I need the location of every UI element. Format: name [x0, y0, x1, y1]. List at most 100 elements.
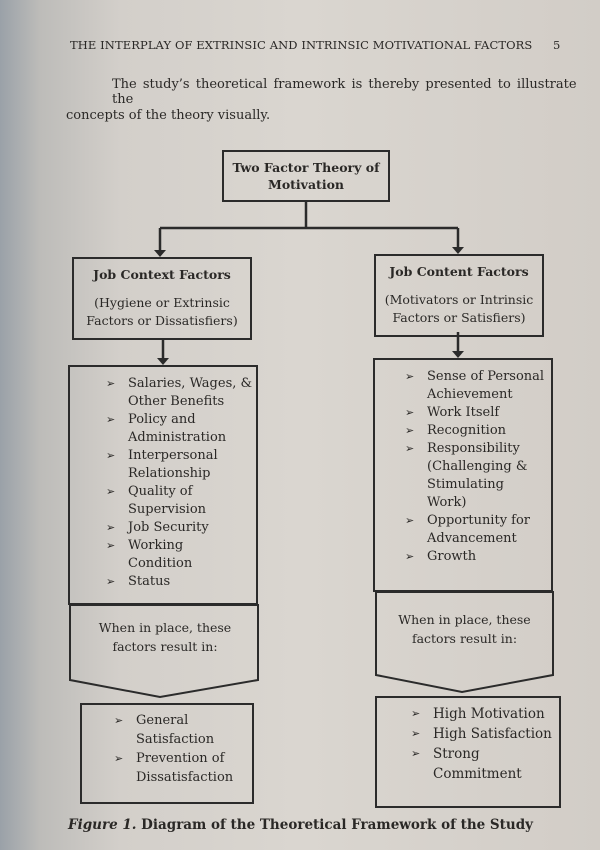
intro-line-2: concepts of the theory visually. — [66, 108, 271, 123]
motivator-factor-item-line: Stimulating — [427, 477, 504, 492]
right-outcomes-box: ➢ High Motivation ➢ High Satisfaction ➢Stron… — [375, 696, 561, 808]
arrow-bullet-icon: ➢ — [405, 406, 415, 419]
hygiene-factor-item-line: Salaries, Wages, & — [128, 376, 253, 391]
left-down-arrowhead — [157, 358, 169, 365]
hygiene-factor-item-line: Job Security — [128, 520, 209, 535]
right-outcome-item-line: Commitment — [433, 766, 522, 782]
arrow-bullet-icon: ➢ — [106, 575, 116, 588]
arrow-bullet-icon: ➢ — [106, 413, 116, 426]
motivator-factor-item: ➢ Growth — [375, 548, 551, 566]
motivator-factor-item: ➢ Recognition — [375, 422, 551, 440]
arrow-bullet-icon: ➢ — [114, 752, 124, 765]
job-content-subtitle-2: Factors or Satisfiers) — [392, 310, 526, 325]
hygiene-factor-item: ➢ Status — [70, 573, 256, 591]
intro-line-1: The study’s theoretical framework is the… — [112, 77, 577, 107]
running-header: THE INTERPLAY OF EXTRINSIC AND INTRINSIC… — [70, 38, 533, 52]
job-context-title: Job Context Factors — [93, 267, 231, 282]
job-context-subtitle-1: (Hygiene or Extrinsic — [94, 295, 230, 310]
right-result-line-2: factors result in: — [411, 631, 518, 646]
right-outcome-item: ➢ High Satisfaction — [377, 724, 559, 744]
left-outcome-item-line: General — [136, 713, 189, 728]
hygiene-factor-item-line: Condition — [128, 556, 193, 571]
motivator-factor-item-line: Recognition — [427, 423, 507, 438]
left-result-text: When in place, these factors result in: — [72, 618, 258, 656]
left-result-line-1: When in place, these — [98, 620, 232, 635]
motivator-factor-item-line: Responsibility — [427, 441, 520, 456]
hygiene-factors-list-box: ➢ Salaries, Wages, & Other Benefits ➢ Policy… — [68, 365, 258, 605]
left-outcome-item-line: Satisfaction — [136, 732, 215, 747]
hygiene-factor-item-line: Interpersonal — [128, 448, 218, 463]
theory-title-line-1: Two Factor Theory of — [232, 160, 380, 175]
job-content-box: Job Content Factors (Motivators or Intri… — [374, 254, 544, 337]
motivator-factor-item-line: Achievement — [427, 387, 513, 402]
arrow-bullet-icon: ➢ — [405, 514, 415, 527]
arrow-bullet-icon: ➢ — [106, 539, 116, 552]
left-outcome-item-line: Dissatisfaction — [136, 770, 234, 785]
hygiene-factor-item: ➢ Job Security — [70, 519, 256, 537]
job-content-title: Job Content Factors — [389, 264, 529, 279]
theory-title-box: Two Factor Theory of Motivation — [222, 150, 390, 202]
hygiene-factor-item-line: Relationship — [128, 466, 211, 481]
arrow-bullet-icon: ➢ — [405, 550, 415, 563]
arrow-bullet-icon: ➢ — [405, 370, 415, 383]
job-context-subtitle-2: Factors or Dissatisfiers) — [86, 313, 238, 328]
arrow-bullet-icon: ➢ — [106, 521, 116, 534]
arrow-bullet-icon: ➢ — [114, 714, 124, 727]
motivator-factor-item-line: Opportunity for — [427, 513, 531, 528]
right-branch-arrowhead — [452, 247, 464, 254]
right-outcomes-list: ➢ High Motivation ➢ High Satisfaction ➢Stron… — [377, 704, 559, 784]
arrow-bullet-icon: ➢ — [106, 449, 116, 462]
arrow-bullet-icon: ➢ — [405, 442, 415, 455]
arrow-bullet-icon: ➢ — [411, 747, 421, 760]
left-outcome-item-line: Prevention of — [136, 751, 225, 766]
figure-label: Figure 1. — [68, 817, 137, 833]
motivator-factor-item-line: (Challenging & — [427, 459, 528, 474]
left-result-line-2: factors result in: — [112, 639, 218, 654]
right-result-line-1: When in place, these — [398, 612, 531, 627]
motivator-factor-item-line: Work) — [427, 495, 467, 510]
left-branch-arrowhead — [154, 250, 166, 257]
motivator-factor-item-line: Growth — [427, 549, 477, 564]
job-content-subtitle-1: (Motivators or Intrinsic — [384, 292, 534, 307]
left-outcome-item: ➢ Prevention of Dissatisfaction — [82, 749, 252, 787]
hygiene-factor-item-line: Administration — [128, 430, 227, 445]
arrow-bullet-icon: ➢ — [405, 424, 415, 437]
right-result-text: When in place, these factors result in: — [376, 610, 553, 648]
right-outcome-item-line: High Motivation — [433, 706, 545, 722]
hygiene-factor-item-line: Supervision — [128, 502, 207, 517]
arrow-bullet-icon: ➢ — [411, 727, 421, 740]
motivator-factor-item-line: Sense of Personal — [427, 369, 545, 384]
arrow-bullet-icon: ➢ — [106, 377, 116, 390]
hygiene-factor-item-line: Other Benefits — [128, 394, 225, 409]
figure-caption: Figure 1. Diagram of the Theoretical Fra… — [68, 817, 533, 833]
left-result-pentagon — [69, 604, 259, 699]
hygiene-factor-item-line: Quality of — [128, 484, 193, 499]
hygiene-factor-item-line: Status — [128, 574, 171, 589]
right-down-arrowhead — [452, 351, 464, 358]
right-outcome-item: ➢ High Motivation — [377, 704, 559, 724]
page-number: 5 — [553, 38, 561, 52]
hygiene-factor-item-line: Policy and — [128, 412, 196, 427]
right-outcome-item-line: High Satisfaction — [433, 726, 552, 742]
arrow-bullet-icon: ➢ — [106, 485, 116, 498]
arrow-bullet-icon: ➢ — [411, 707, 421, 720]
motivator-factor-item: ➢ Work Itself — [375, 404, 551, 422]
job-context-box: Job Context Factors (Hygiene or Extrinsi… — [72, 257, 252, 340]
motivator-factor-item-line: Advancement — [427, 531, 517, 546]
figure-caption-text: Diagram of the Theoretical Framework of … — [136, 817, 534, 833]
hygiene-factor-item: ➢ Quality of Supervision — [70, 483, 256, 519]
motivator-factor-item-line: Work Itself — [427, 405, 500, 420]
theory-title-line-2: Motivation — [267, 177, 344, 192]
